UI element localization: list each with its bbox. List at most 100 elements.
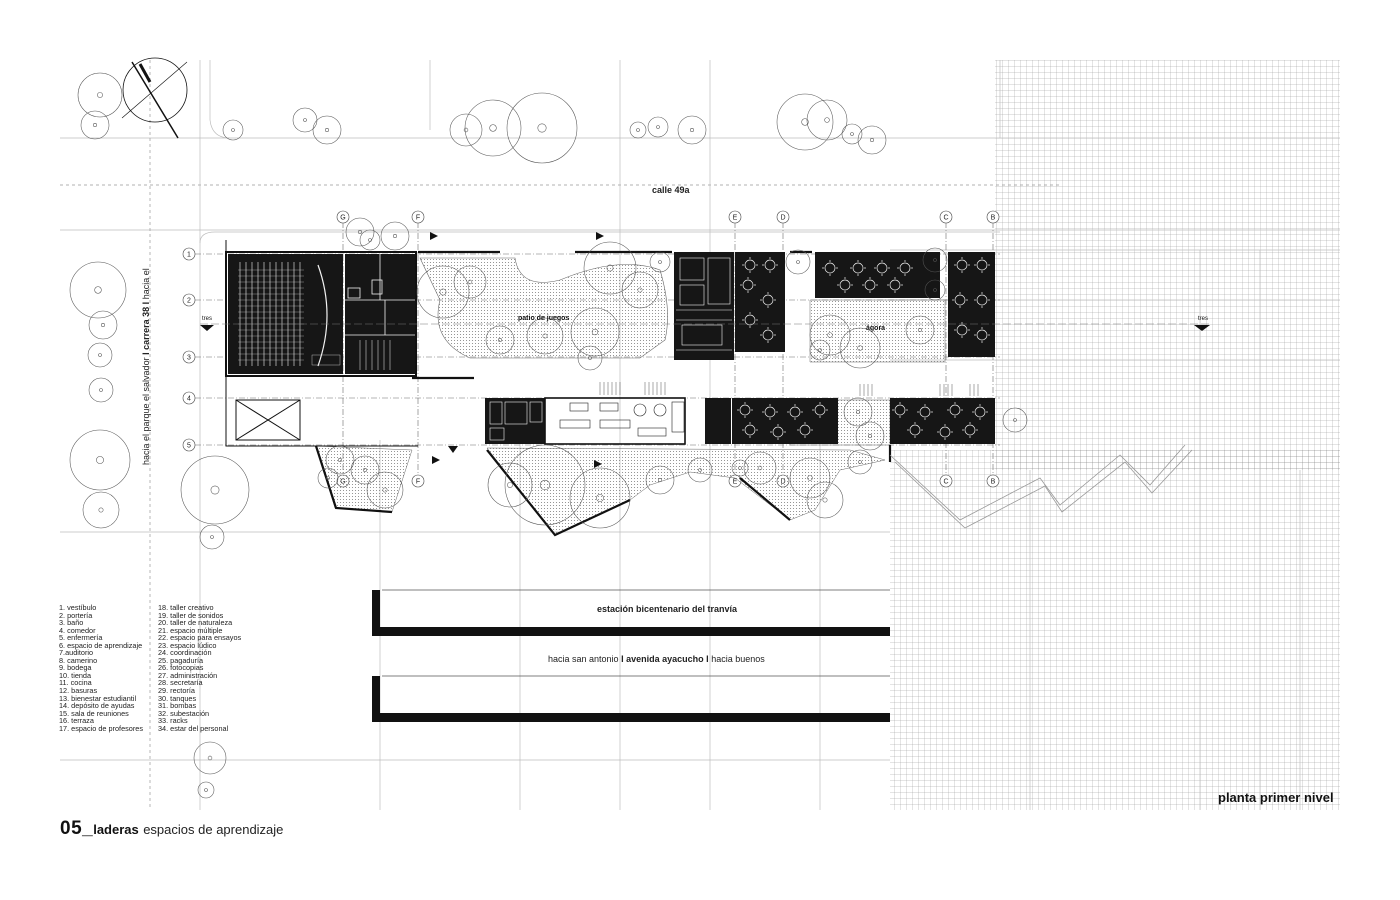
tree-canopy: [839, 327, 881, 369]
tree-trunk: [539, 479, 551, 491]
round-table: [974, 406, 986, 418]
legend-item: 5. enfermería: [59, 633, 103, 643]
tram-platforms: [372, 589, 890, 722]
street-left-sep1: I: [141, 352, 151, 355]
legend-item: 26. fotocopias: [158, 663, 204, 673]
legend-item: 4. comedor: [59, 625, 96, 635]
legend-item: 29. rectoría: [158, 686, 195, 696]
tree-canopy: [180, 455, 250, 525]
tree-canopy: [806, 481, 844, 519]
street-carrera-38: hacia el parque el salvador I carrera 38…: [141, 268, 151, 465]
north-arrow-icon: [121, 57, 188, 139]
trees: [69, 72, 1028, 799]
round-table: [839, 279, 851, 291]
row-bubble-label: 3: [187, 355, 191, 362]
tree-canopy: [645, 465, 675, 495]
tree-canopy: [577, 345, 603, 371]
tree-trunk: [382, 487, 388, 493]
tree-trunk: [796, 260, 800, 264]
tree-canopy: [857, 125, 887, 155]
legend-item: 15. sala de reuniones: [59, 708, 129, 718]
row-bubble-label: 2: [187, 298, 191, 305]
tree-canopy: [583, 241, 637, 295]
tree-trunk: [850, 132, 854, 136]
tree-canopy: [69, 261, 127, 319]
round-table: [909, 424, 921, 436]
tree-canopy: [325, 445, 355, 475]
tree-trunk: [363, 468, 367, 472]
legend-item: 10. tienda: [59, 670, 92, 680]
tree-trunk: [393, 234, 397, 238]
round-table: [764, 259, 776, 271]
legend-item: 16. terraza: [59, 716, 94, 726]
row-bubble: [182, 438, 196, 452]
tree-canopy: [847, 449, 873, 475]
tree-canopy: [570, 307, 620, 357]
legend-item: 3. baño: [59, 618, 84, 628]
tree-trunk: [822, 497, 828, 503]
tree-trunk: [591, 328, 599, 336]
tree-canopy: [504, 444, 586, 526]
legend-item: 23. espacio lúdico: [158, 640, 217, 650]
round-table: [744, 424, 756, 436]
tree-trunk: [658, 478, 662, 482]
tree-trunk: [824, 117, 830, 123]
column-bubble: [939, 474, 953, 488]
tree-canopy: [193, 741, 227, 775]
tree-canopy: [80, 110, 110, 140]
column-bubble-label: B: [991, 215, 996, 222]
legend-item: 25. pagaduría: [158, 655, 204, 665]
tree-trunk: [801, 118, 809, 126]
legend-item: 14. depósito de ayudas: [59, 701, 135, 711]
tree-canopy: [506, 92, 578, 164]
label-patio-de-juegos: patio de juegos: [518, 315, 570, 322]
tree-trunk: [204, 788, 208, 792]
row-bubble-label: 5: [187, 443, 191, 450]
tree-trunk: [498, 338, 502, 342]
tree-trunk: [98, 353, 102, 357]
tree-trunk: [738, 466, 742, 470]
round-table: [889, 279, 901, 291]
building: [225, 240, 995, 537]
tree-trunk: [658, 260, 662, 264]
tree-canopy: [621, 271, 659, 309]
tree-trunk: [690, 128, 694, 132]
round-table: [976, 259, 988, 271]
street-left-part2: hacia el: [141, 268, 151, 300]
tree-trunk: [636, 128, 640, 132]
tree-trunk: [698, 468, 702, 472]
legend-item: 33. racks: [158, 716, 188, 726]
legend-item: 22. espacio para ensayos: [158, 633, 242, 643]
round-table: [964, 424, 976, 436]
column-bubble: [986, 474, 1000, 488]
tree-trunk: [231, 128, 235, 132]
tree-trunk: [489, 124, 497, 132]
legend-item: 8. camerino: [59, 655, 98, 665]
column-bubble: [939, 210, 953, 224]
tree-trunk: [97, 92, 103, 98]
column-bubble-label: C: [943, 215, 948, 222]
round-table: [764, 406, 776, 418]
tree-canopy: [82, 491, 120, 529]
column-bubble: [728, 210, 742, 224]
station-label: estación bicentenario del tranvía: [597, 604, 738, 614]
tree-canopy: [312, 115, 342, 145]
legend-item: 17. espacio de profesores: [59, 723, 143, 733]
tree-canopy: [317, 467, 339, 489]
tree-canopy: [569, 467, 631, 529]
round-table: [976, 294, 988, 306]
tree-trunk: [93, 123, 97, 127]
tree-canopy: [1002, 407, 1028, 433]
legend-item: 32. subestación: [158, 708, 210, 718]
legend-item: 27. administración: [158, 670, 218, 680]
legend-item: 9. bodega: [59, 663, 92, 673]
round-table: [976, 329, 988, 341]
legend-item: 2. portería: [59, 610, 93, 620]
street-calle-49a: calle 49a: [652, 185, 690, 195]
tree-trunk: [656, 125, 660, 129]
tree-trunk: [368, 238, 372, 242]
tree-canopy: [731, 459, 749, 477]
